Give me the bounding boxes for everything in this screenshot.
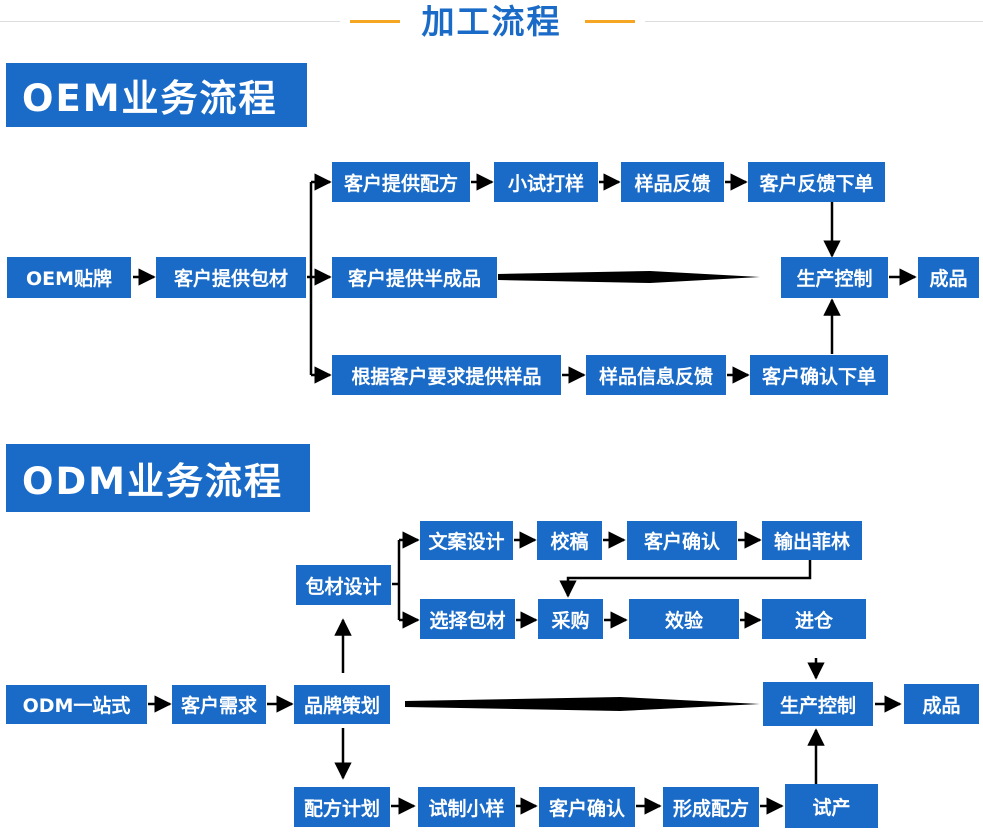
oem-sample-feedback-box: 样品反馈 [621,162,724,202]
odm-trial-production-box: 试产 [785,784,878,828]
odm-product-box: 成品 [904,684,979,724]
odm-purchase-box: 采购 [538,599,603,639]
title-accent-left [350,20,400,23]
oem-section-title: OEM业务流程 [6,63,307,127]
odm-choose-package-box: 选择包材 [420,599,515,639]
odm-proofread-box: 校稿 [537,521,602,560]
odm-production-control-box: 生产控制 [763,682,873,726]
page-title: 加工流程 [421,2,562,41]
odm-package-design-box: 包材设计 [296,565,391,605]
odm-inspection-box: 效验 [629,599,739,639]
odm-customer-confirm2-box: 客户确认 [539,787,635,827]
oem-start-box: OEM贴牌 [7,257,131,298]
title-hairline-right [645,21,983,22]
title-hairline-left [0,21,340,22]
odm-output-film-box: 输出菲林 [762,521,862,560]
odm-warehouse-box: 进仓 [762,599,866,639]
oem-customer-confirm-order-box: 客户确认下单 [750,355,888,395]
odm-brand-planning-box: 品牌策划 [294,685,390,724]
title-accent-right [585,20,635,23]
oem-production-control-box: 生产控制 [781,257,888,298]
odm-trial-small-box: 试制小样 [418,787,515,827]
oem-provide-material-box: 客户提供包材 [156,257,306,298]
oem-branch-semi-box: 客户提供半成品 [332,257,497,298]
odm-form-formula-box: 形成配方 [663,787,759,827]
oem-product-box: 成品 [918,257,979,298]
oem-sample-info-feedback-box: 样品信息反馈 [586,355,726,395]
oem-trial-sample-box: 小试打样 [494,162,598,202]
odm-customer-needs-box: 客户需求 [172,685,266,724]
odm-customer-confirm-box: 客户确认 [627,521,737,560]
odm-copy-design-box: 文案设计 [420,521,513,560]
odm-formula-plan-box: 配方计划 [294,787,390,827]
oem-branch-formula-box: 客户提供配方 [332,162,470,202]
oem-branch-request-box: 根据客户要求提供样品 [332,355,561,395]
oem-customer-order-feedback-box: 客户反馈下单 [748,162,885,202]
odm-section-title: ODM业务流程 [6,444,310,512]
odm-start-box: ODM一站式 [6,685,147,724]
